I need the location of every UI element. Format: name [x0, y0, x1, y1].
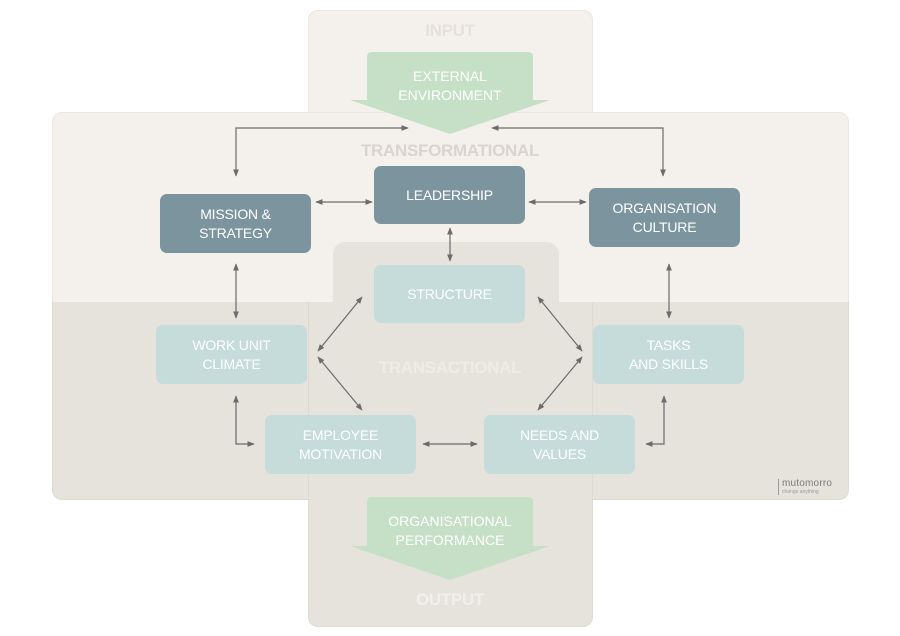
- input-arrow-shape: [350, 52, 550, 134]
- connector-mission-environment: [233, 125, 409, 177]
- connector-structure-workunit: [317, 296, 363, 352]
- brand-tagline: change anything: [782, 489, 819, 495]
- box-tasks-and-skills-label: TASKS AND SKILLS: [629, 336, 708, 372]
- input-label: INPUT: [425, 21, 475, 40]
- brand-logo: mutomorro change anything: [778, 479, 832, 495]
- box-needs-and-values: NEEDS AND VALUES: [484, 415, 635, 474]
- connector-tasks-needs-diag: [537, 356, 583, 411]
- box-employee-motivation: EMPLOYEE MOTIVATION: [265, 415, 416, 474]
- box-leadership: LEADERSHIP: [374, 166, 525, 224]
- box-tasks-and-skills: TASKS AND SKILLS: [593, 325, 744, 384]
- box-work-unit-climate: WORK UNIT CLIMATE: [156, 325, 307, 384]
- box-structure-label: STRUCTURE: [407, 285, 492, 302]
- box-organisation-culture-label: ORGANISATION CULTURE: [612, 199, 717, 235]
- connector-tasks-needs-elbow: [645, 395, 667, 447]
- box-organisation-culture: ORGANISATION CULTURE: [589, 188, 740, 247]
- connector-structure-tasks: [537, 296, 583, 352]
- box-needs-and-values-label: NEEDS AND VALUES: [519, 426, 600, 462]
- connector-workunit-motivation-diag: [317, 356, 363, 411]
- transactional-label: TRANSACTIONAL: [378, 358, 522, 377]
- input-arrow-label: EXTERNAL ENVIRONMENT: [398, 68, 502, 103]
- output-arrow-label: ORGANISATIONAL PERFORMANCE: [388, 513, 512, 548]
- box-mission-strategy-label: MISSION & STRATEGY: [199, 205, 272, 241]
- box-structure: STRUCTURE: [374, 265, 525, 323]
- connector-culture-environment: [491, 125, 666, 177]
- brand-name: mutomorro: [782, 478, 833, 489]
- output-label: OUTPUT: [415, 590, 485, 609]
- box-mission-strategy: MISSION & STRATEGY: [160, 194, 311, 253]
- box-employee-motivation-label: EMPLOYEE MOTIVATION: [298, 426, 383, 462]
- output-arrow-shape: [350, 497, 550, 580]
- box-leadership-label: LEADERSHIP: [406, 186, 493, 203]
- box-work-unit-climate-label: WORK UNIT CLIMATE: [192, 336, 271, 372]
- connector-workunit-motivation-elbow: [233, 395, 255, 447]
